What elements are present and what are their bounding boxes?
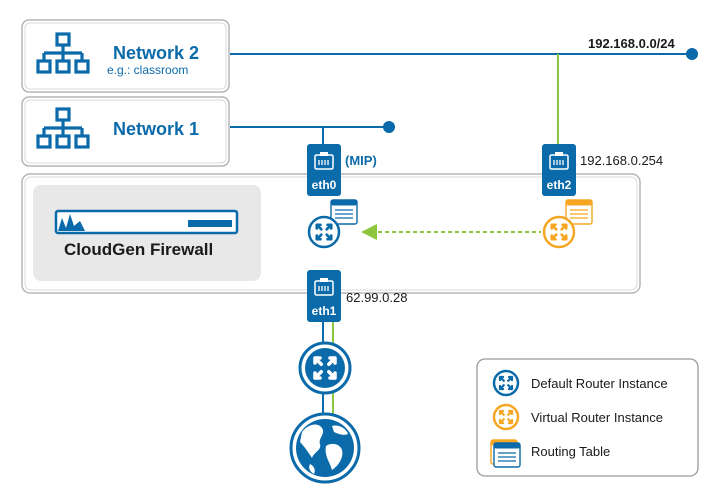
legend-label: Default Router Instance: [531, 376, 668, 391]
network2-subnet: 192.168.0.0/24: [588, 36, 676, 51]
legend-label: Virtual Router Instance: [531, 410, 663, 425]
eth2-ip: 192.168.0.254: [580, 153, 663, 168]
network2-endpoint: [686, 48, 698, 60]
network1-title: Network 1: [113, 119, 199, 139]
legend-item-default-router: Default Router Instance: [492, 369, 668, 397]
firewall-panel: CloudGen Firewall: [33, 185, 261, 281]
port-eth0[interactable]: eth0: [307, 144, 341, 196]
default-router-instance[interactable]: [307, 199, 358, 249]
table-icon: [493, 442, 521, 468]
arrowhead-icon: [361, 224, 377, 240]
network2-title: Network 2: [113, 43, 199, 63]
port-eth2[interactable]: eth2: [542, 144, 576, 196]
port-eth2-label: eth2: [547, 178, 572, 192]
firewall-name: CloudGen Firewall: [64, 240, 213, 259]
port-eth1[interactable]: eth1: [307, 270, 341, 322]
firewall-appliance-icon: [54, 209, 239, 235]
port-eth1-label: eth1: [312, 304, 337, 318]
legend-item-routing-table: Routing Table: [490, 439, 610, 468]
network1-node[interactable]: Network 1: [21, 96, 230, 167]
eth0-annotation: (MIP): [345, 153, 377, 168]
legend-item-virtual-router: Virtual Router Instance: [492, 403, 663, 431]
eth1-ip: 62.99.0.28: [346, 290, 407, 305]
network2-subtitle: e.g.: classroom: [107, 63, 188, 77]
network2-node[interactable]: Network 2 e.g.: classroom: [21, 19, 230, 93]
legend-label: Routing Table: [531, 444, 610, 459]
port-eth0-label: eth0: [312, 178, 337, 192]
legend: Default Router Instance Virtual Router I…: [476, 358, 699, 477]
virtual-router-instance[interactable]: [542, 199, 593, 249]
internet-globe-icon: [289, 412, 361, 484]
upstream-router[interactable]: [298, 341, 352, 395]
network1-endpoint: [383, 121, 395, 133]
